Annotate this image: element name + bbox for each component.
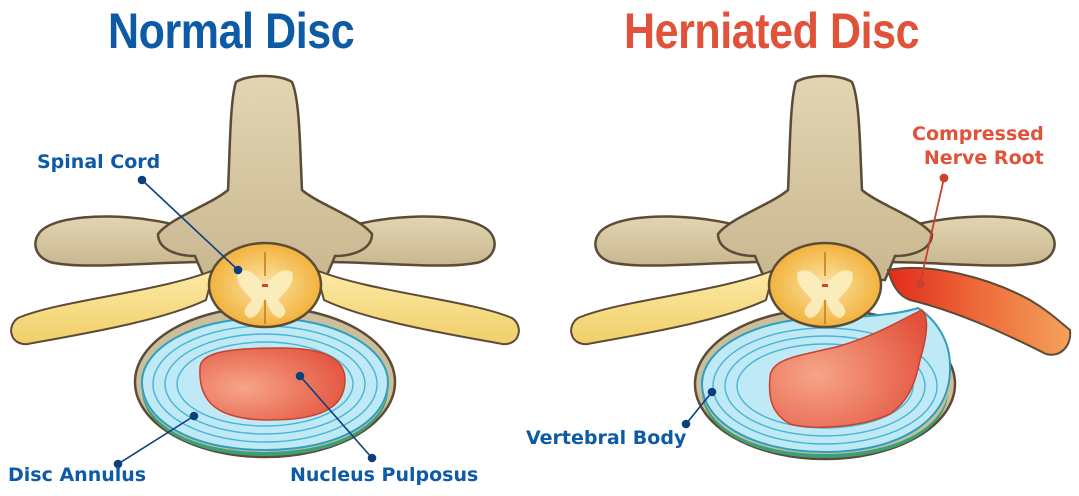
compressed-label-line2: Nerve Root — [912, 146, 1044, 170]
compressed-label-line1: Compressed — [912, 122, 1044, 146]
normal-vertebra — [11, 76, 519, 457]
nucleus-pulposus — [200, 348, 345, 420]
disc-annulus-label: Disc Annulus — [8, 464, 146, 486]
nucleus-pulposus-label: Nucleus Pulposus — [290, 464, 478, 486]
vertebral-body-label: Vertebral Body — [526, 427, 686, 449]
spinal-cord-label: Spinal Cord — [37, 151, 160, 173]
compressed-nerve-root-label: Compressed Nerve Root — [912, 122, 1044, 170]
